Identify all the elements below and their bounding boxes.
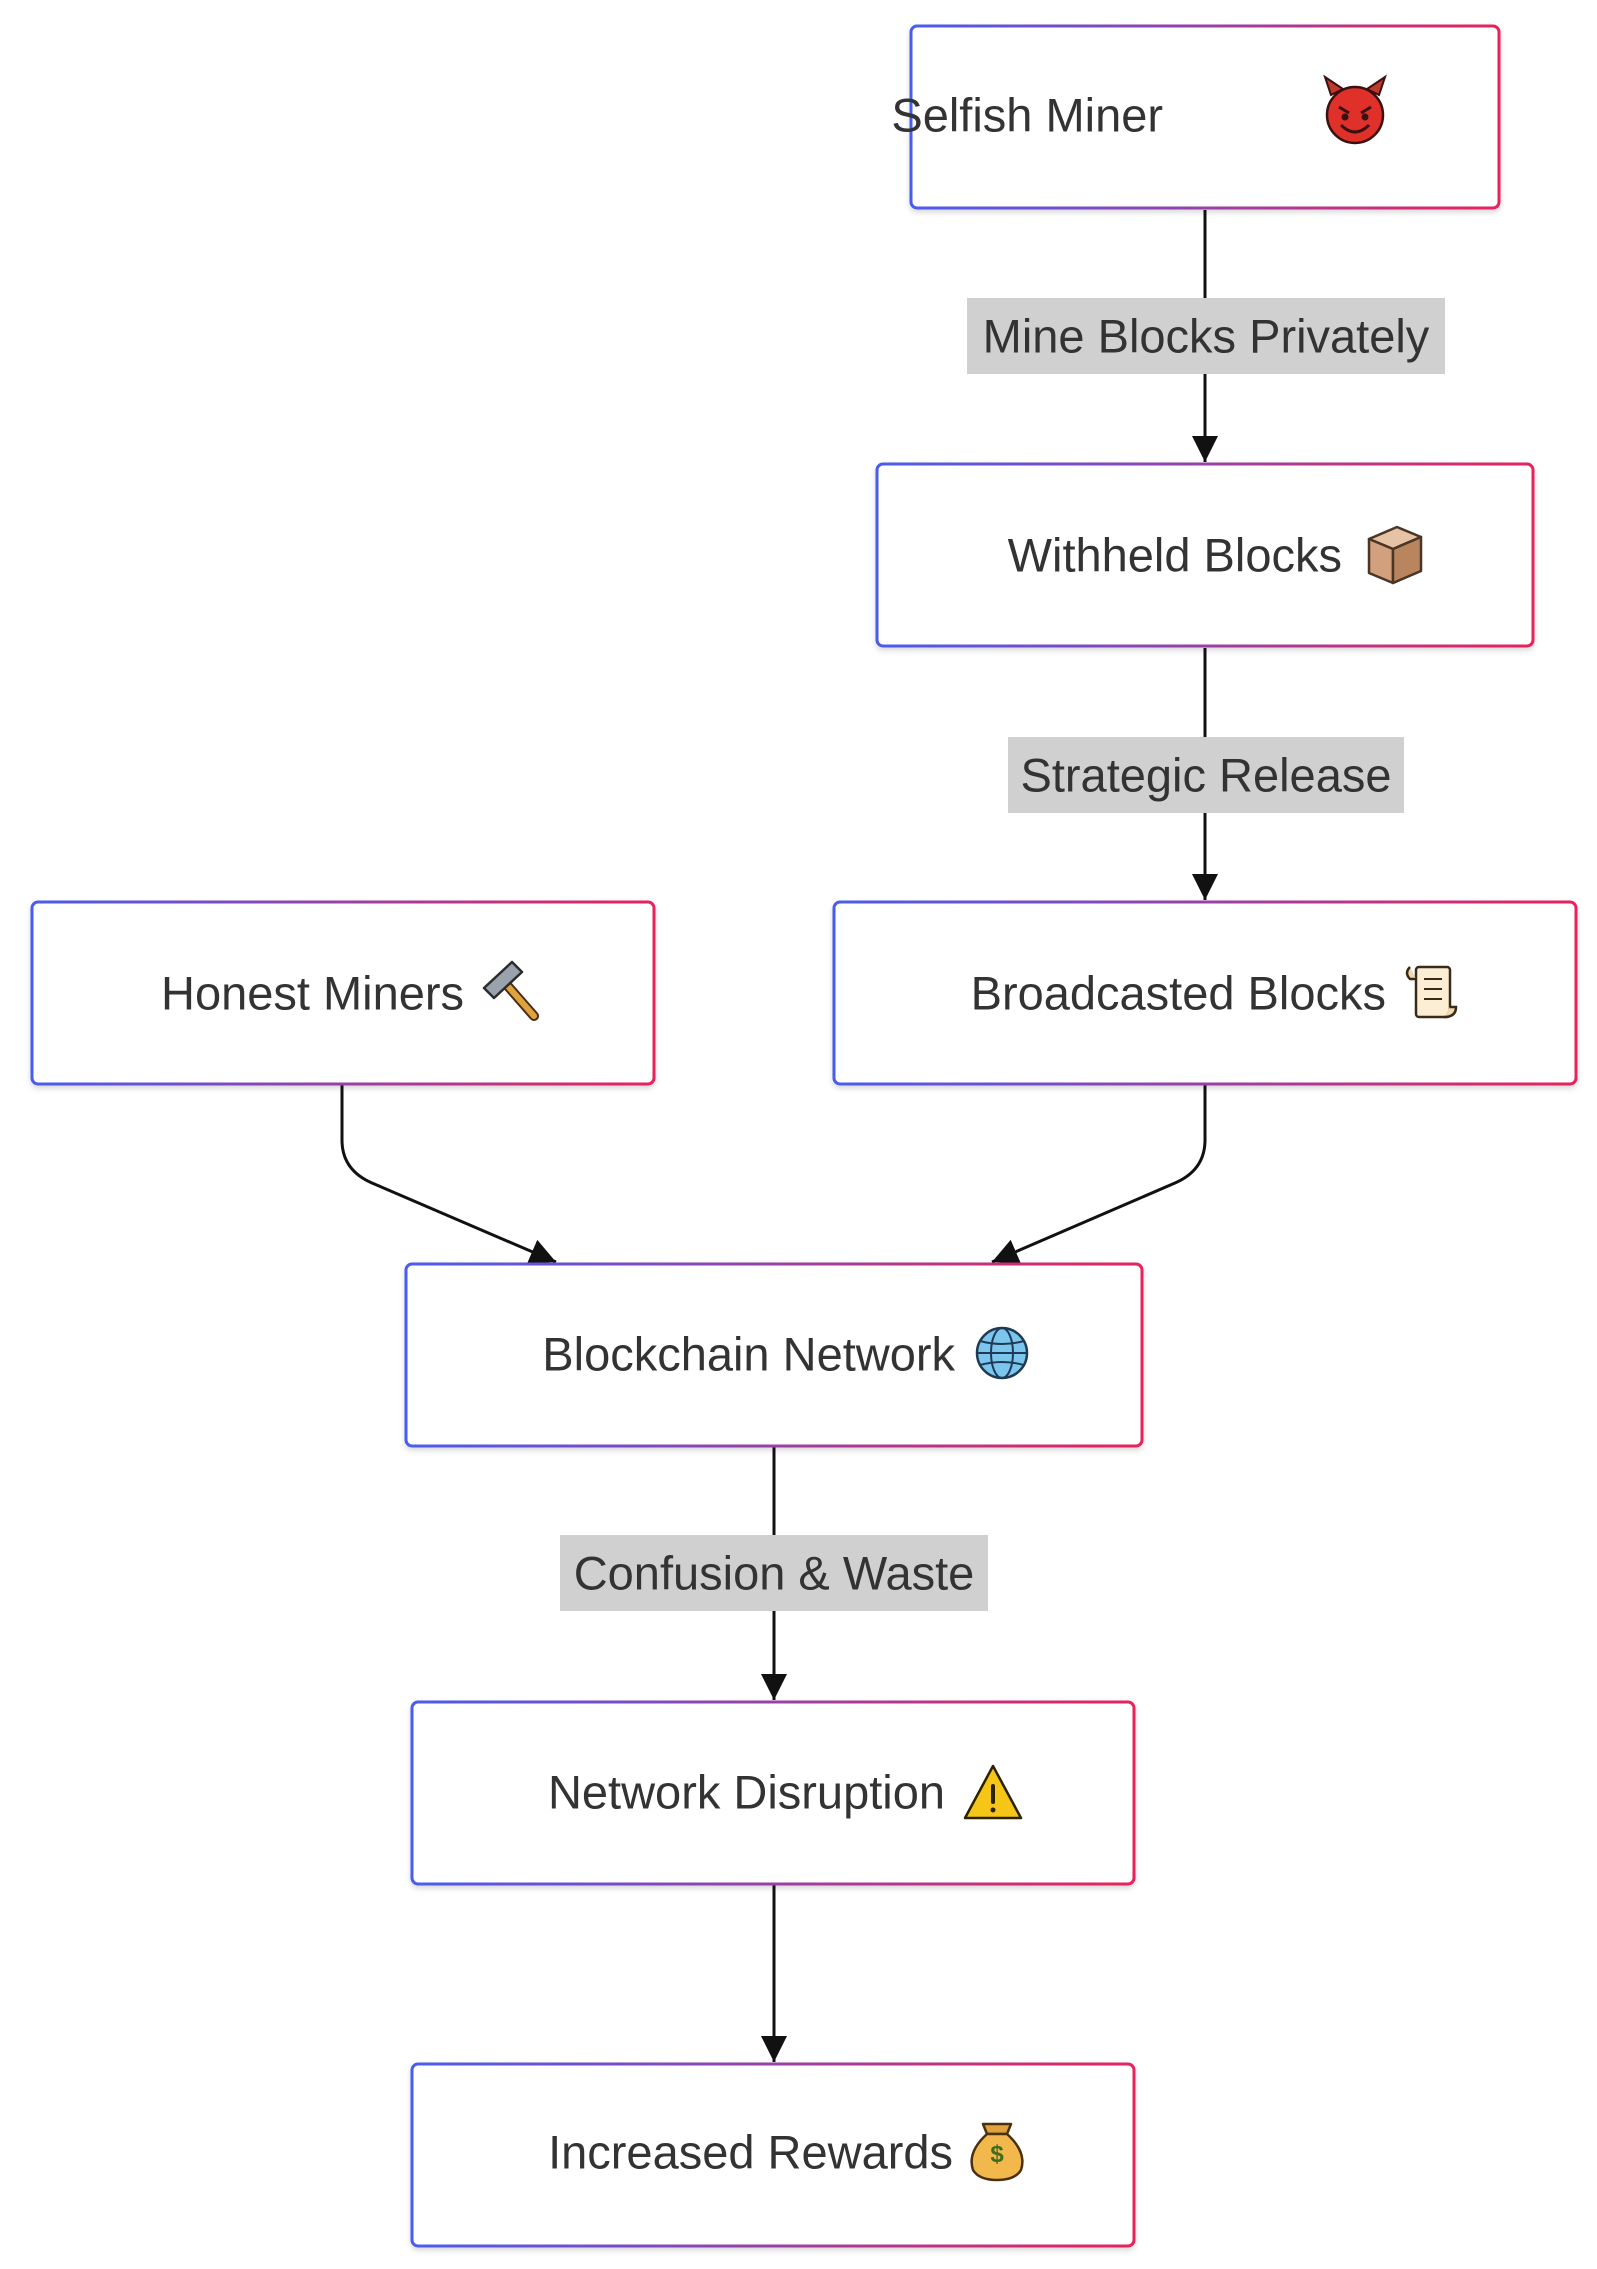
edge-strategic-release: Strategic Release: [1008, 648, 1404, 900]
node-label: Selfish Miner: [891, 89, 1163, 142]
edge-broadcast-to-network: [991, 1085, 1207, 1264]
node-increased-rewards[interactable]: Increased Rewards $: [410, 2062, 1136, 2248]
devil-face-icon: [1323, 74, 1387, 145]
warning-icon: [963, 1764, 1023, 1820]
node-label: Broadcasted Blocks: [971, 967, 1386, 1020]
node-withheld-blocks[interactable]: Withheld Blocks: [875, 462, 1535, 648]
hammer-icon: [482, 960, 539, 1021]
node-label: Increased Rewards: [548, 2126, 953, 2179]
node-blockchain-network[interactable]: Blockchain Network: [404, 1262, 1144, 1448]
edge-label-bg: [1008, 737, 1404, 813]
edge-honest-to-network: [340, 1085, 557, 1264]
nodes: Selfish Miner Withheld Blocks: [30, 24, 1578, 2248]
scroll-icon: [1405, 965, 1458, 1019]
node-label: Blockchain Network: [542, 1328, 955, 1381]
edge-label-bg: [560, 1535, 988, 1611]
node-label: Network Disruption: [548, 1766, 945, 1819]
globe-icon: [975, 1326, 1029, 1380]
edge-label-confusion-waste: Confusion & Waste: [574, 1547, 975, 1600]
node-broadcasted-blocks[interactable]: Broadcasted Blocks: [832, 900, 1578, 1086]
edge-label-bg: [967, 298, 1445, 374]
edge-label-strategic-release: Strategic Release: [1021, 749, 1392, 802]
edge-confusion-waste: Confusion & Waste: [560, 1447, 988, 1700]
node-label: Honest Miners: [161, 967, 464, 1020]
edge-mine-privately: Mine Blocks Privately: [967, 210, 1445, 462]
package-icon: [1367, 525, 1423, 585]
svg-text:$: $: [990, 2141, 1004, 2168]
edges: Mine Blocks Privately Strategic Release …: [340, 210, 1445, 2062]
node-honest-miners[interactable]: Honest Miners: [30, 900, 656, 1086]
node-selfish-miner[interactable]: Selfish Miner: [891, 24, 1501, 210]
edge-label-mine-privately: Mine Blocks Privately: [983, 310, 1430, 363]
node-label: Withheld Blocks: [1008, 529, 1342, 582]
node-network-disruption[interactable]: Network Disruption: [410, 1700, 1136, 1886]
money-bag-icon: $: [970, 2122, 1024, 2182]
